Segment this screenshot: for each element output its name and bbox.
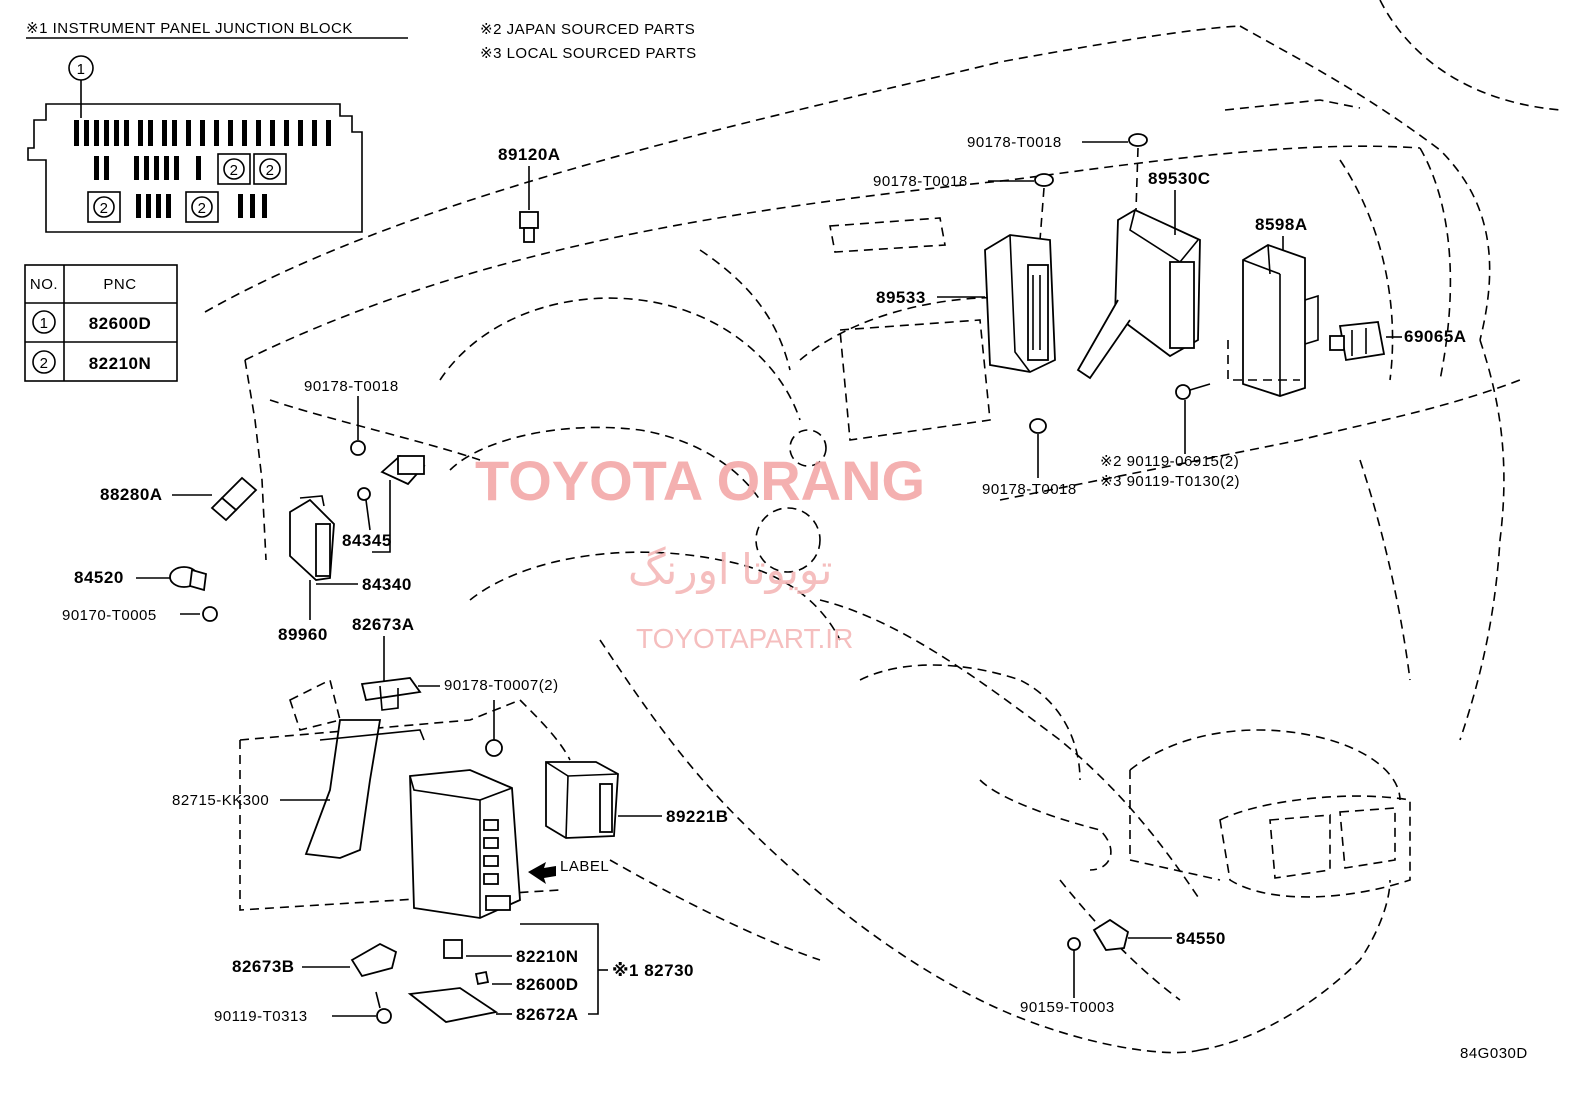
- label-82600D: 82600D: [516, 975, 579, 994]
- diagram-code: 84G030D: [1460, 1045, 1528, 1062]
- fuse-82600D: [474, 970, 490, 986]
- bracket-82715: [304, 719, 425, 859]
- pnc-row-2-pnc: 82210N: [89, 354, 152, 373]
- clip-90178-top2: [1034, 173, 1054, 187]
- clip-89120A: [519, 166, 539, 243]
- label-84345: 84345: [342, 531, 392, 550]
- inset-relay-marker-a: 2: [230, 162, 239, 179]
- module-89533: [984, 234, 1056, 373]
- screw-90159: [1067, 937, 1081, 951]
- label-82673B: 82673B: [232, 957, 295, 976]
- label-82715: 82715-KK300: [172, 792, 269, 809]
- pnc-row-2-no: 2: [40, 355, 49, 372]
- junction-block-82730: [409, 769, 521, 919]
- label-84340: 84340: [362, 575, 412, 594]
- label-84520: 84520: [74, 568, 124, 587]
- clip-90178-left: [350, 440, 366, 456]
- switch-84550: [1092, 918, 1130, 951]
- bracket-82673A: [360, 677, 422, 711]
- label-89530C: 89530C: [1148, 169, 1211, 188]
- label-90178-left: 90178-T0018: [304, 378, 399, 395]
- label-88280A: 88280A: [100, 485, 163, 504]
- inset-relay-marker-d: 2: [198, 200, 207, 217]
- switch-84520: [169, 566, 207, 592]
- pnc-row-1-pnc: 82600D: [89, 314, 152, 333]
- label-82672A: 82672A: [516, 1005, 579, 1024]
- label-90178-top2: 90178-T0018: [873, 173, 968, 190]
- unit-89960: [289, 495, 335, 581]
- fuse-row-2: [94, 156, 201, 180]
- bolt-90119-T0313: [375, 991, 392, 1024]
- label-text-arrow: LABEL: [560, 858, 609, 875]
- inset-relay-marker-c: 2: [100, 200, 109, 217]
- label-90119-06915: ※2 90119-06915(2): [1100, 453, 1239, 470]
- junction-block-inset: 1 2 2 2: [27, 55, 363, 233]
- cover-82672A: [407, 987, 499, 1023]
- watermark-arabic: تويوتا اورنگ: [628, 546, 832, 594]
- label-90170: 90170-T0005: [62, 607, 157, 624]
- fuse-row-3: [136, 194, 267, 218]
- module-8598A: [1227, 244, 1319, 397]
- label-89960: 89960: [278, 625, 328, 644]
- fuse-row-1: [74, 120, 331, 146]
- relay-82210N: [443, 939, 463, 959]
- pnc-row-1-no: 1: [40, 315, 49, 332]
- note-local-sourced: ※3 LOCAL SOURCED PARTS: [480, 45, 697, 62]
- pnc-header-pnc: PNC: [103, 276, 136, 293]
- pnc-header-no: NO.: [30, 276, 58, 293]
- label-90178-mid: 90178-T0018: [982, 481, 1077, 498]
- label-82673A: 82673A: [352, 615, 415, 634]
- watermark-site: TOYOTAPART.IR: [636, 623, 853, 654]
- clip-90178-T0007: [485, 739, 503, 757]
- bracket-82673B: [350, 942, 398, 978]
- label-90178-T0007: 90178-T0007(2): [444, 677, 559, 694]
- inset-marker-1: 1: [77, 61, 86, 78]
- module-89530C: [1076, 208, 1201, 380]
- label-90178-top1: 90178-T0018: [967, 134, 1062, 151]
- label-89221B: 89221B: [666, 807, 729, 826]
- label-8598A: 8598A: [1255, 215, 1308, 234]
- clip-90178-mid: [1029, 418, 1047, 434]
- note-junction-block: ※1 INSTRUMENT PANEL JUNCTION BLOCK: [26, 20, 353, 37]
- bolt-90119-06915: [1175, 383, 1211, 454]
- switch-84340: [357, 454, 426, 553]
- label-89120A: 89120A: [498, 145, 561, 164]
- label-arrow-icon: [528, 862, 556, 884]
- pnc-table: NO. PNC 1 82600D 2 82210N: [24, 264, 178, 382]
- nut-90170: [202, 606, 218, 622]
- note-japan-sourced: ※2 JAPAN SOURCED PARTS: [480, 21, 695, 38]
- inset-relay-marker-b: 2: [266, 162, 275, 179]
- watermark-main: TOYOTA ORANG: [475, 449, 925, 512]
- label-90159: 90159-T0003: [1020, 999, 1115, 1016]
- label-82210N: 82210N: [516, 947, 579, 966]
- label-89533: 89533: [876, 288, 926, 307]
- relay-89221B: [545, 761, 619, 839]
- switch-69065A: [1329, 321, 1386, 362]
- label-82730: ※1 82730: [612, 961, 694, 980]
- sensor-88280A: [210, 476, 258, 522]
- label-90119-T0313: 90119-T0313: [214, 1008, 308, 1025]
- dashboard-outline: [204, 0, 1561, 1054]
- label-84550: 84550: [1176, 929, 1226, 948]
- clip-90178-top1: [1128, 133, 1148, 147]
- label-69065A: 69065A: [1404, 327, 1467, 346]
- label-90119-T0130: ※3 90119-T0130(2): [1100, 473, 1240, 490]
